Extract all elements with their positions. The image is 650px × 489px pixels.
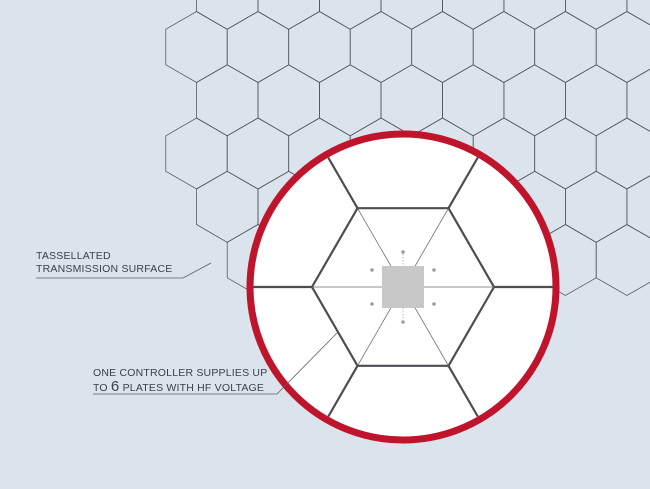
grid-hex-cell (626, 68, 650, 132)
label-tessellated-line1: TASSELLATED (36, 250, 111, 262)
grid-hex-cell (595, 224, 650, 296)
connection-dot (432, 268, 436, 272)
label-controller-line1: ONE CONTROLLER SUPPLIES UP (93, 367, 268, 379)
label-controller-number: 6 (110, 378, 120, 395)
plate-boundary (447, 156, 479, 209)
plate-boundary (447, 365, 479, 418)
connection-dot (401, 250, 405, 254)
label-controller-supply: ONE CONTROLLER SUPPLIES UP TO 6 PLATES W… (93, 367, 267, 395)
plate-boundary (327, 156, 359, 209)
label-tessellated-line2: TRANSMISSION SURFACE (36, 263, 173, 275)
label-leader-lines (36, 262, 338, 395)
leader-line-tessellated (36, 262, 212, 279)
label-controller-line2: TO 6 PLATES WITH HF VOLTAGE (93, 378, 267, 395)
connection-dot (370, 268, 374, 272)
label-tessellated-surface: TASSELLATED TRANSMISSION SURFACE (36, 250, 172, 276)
label-controller-prefix: TO (93, 382, 108, 394)
connection-dot (370, 302, 374, 306)
plate-boundary (327, 365, 359, 418)
connection-dot (401, 320, 405, 324)
label-controller-suffix: PLATES WITH HF VOLTAGE (122, 382, 265, 394)
connection-dots (370, 250, 436, 324)
grid-hex-cell (626, 175, 650, 239)
leader-line-controller (93, 332, 338, 395)
controller-chip (382, 266, 424, 308)
connection-dot (432, 302, 436, 306)
